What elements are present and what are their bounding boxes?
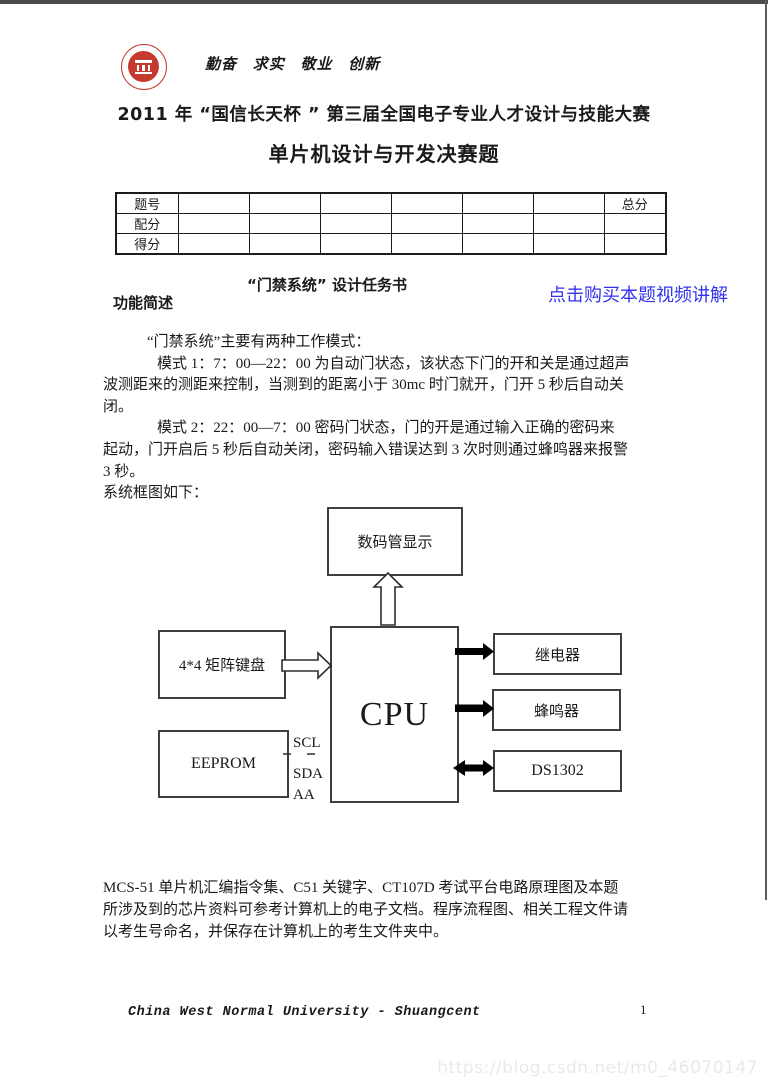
total-cell [603, 233, 667, 255]
score-cell [248, 213, 321, 234]
arrow-cpu-to-relay-icon [455, 643, 494, 660]
body-text-line: 起动，门开启后 5 秒后自动关闭，密码输入错误达到 3 次时则通过蜂鸣器来报警 [103, 441, 629, 458]
arrow-keyboard-to-cpu-icon [281, 651, 333, 680]
score-cell [177, 192, 250, 214]
score-cell [390, 233, 463, 255]
arrow-cpu-to-display-icon [372, 571, 404, 626]
body-text-line: 3 秒。 [103, 463, 145, 480]
viewer-top-edge [0, 0, 768, 4]
score-cell [390, 213, 463, 234]
body-text-line: 模式 1：7：00—22：00 为自动门状态，该状态下门的开和关是通过超声 [157, 355, 630, 372]
table-row: 配分 [115, 213, 667, 234]
score-cell [461, 213, 534, 234]
paper-title: 单片机设计与开发决赛题 [268, 142, 500, 166]
score-cell [532, 233, 605, 255]
diagram-box-digit-display: 数码管显示 [327, 507, 463, 576]
diagram-box-ds1302: DS1302 [493, 750, 622, 792]
score-cell [461, 192, 534, 214]
score-cell [390, 192, 463, 214]
score-table: 题号 总分 配分 得分 [115, 192, 667, 255]
score-cell [319, 192, 392, 214]
diagram-box-relay: 继电器 [493, 633, 622, 675]
closing-line: MCS-51 单片机汇编指令集、C51 关键字、CT107D 考试平台电路原理图… [103, 880, 619, 896]
diagram-box-buzzer: 蜂鸣器 [492, 689, 621, 731]
body-text-line: 闭。 [103, 398, 134, 415]
total-cell [603, 213, 667, 234]
page-number: 1 [640, 1002, 647, 1017]
university-seal-logo [121, 44, 167, 90]
school-motto: 勤奋 求实 敬业 创新 [205, 57, 381, 73]
score-cell [461, 233, 534, 255]
page-right-edge [765, 0, 767, 900]
diagram-box-eeprom: EEPROM [158, 730, 289, 798]
score-cell [248, 233, 321, 255]
body-text-line: 波测距来的测距来控制，当测到的距离小于 30mc 时门就开，门开 5 秒后自动关 [103, 377, 624, 394]
footer-school-name: China West Normal University - Shuangcen… [128, 1005, 481, 1020]
row-header: 得分 [115, 233, 179, 255]
total-cell: 总分 [603, 192, 667, 214]
score-cell [319, 213, 392, 234]
section-title-function-summary: 功能简述 [113, 294, 174, 312]
diagram-box-cpu: CPU [330, 626, 459, 803]
row-header: 题号 [115, 192, 179, 214]
closing-notes: MCS-51 单片机汇编指令集、C51 关键字、CT107D 考试平台电路原理图… [103, 878, 628, 943]
score-cell [532, 213, 605, 234]
body-text-line: 模式 2：22：00—7：00 密码门状态，门的开是通过输入正确的密码来 [157, 420, 615, 437]
table-row: 题号 总分 [115, 192, 667, 214]
diagram-box-matrix-keyboard: 4*4 矩阵键盘 [158, 630, 286, 699]
score-cell [532, 192, 605, 214]
csdn-watermark: https://blog.csdn.net/m0_46070147 [437, 1058, 758, 1078]
score-cell [177, 233, 250, 255]
function-description: “门禁系统”主要有两种工作模式： 模式 1：7：00—22：00 为自动门状态，… [103, 332, 630, 505]
contest-title: 2011 年 “国信长天杯 ” 第三届全国电子专业人才设计与技能大赛 [117, 105, 651, 125]
body-text-line: 系统框图如下： [103, 485, 209, 502]
pin-label-scl: SCL [293, 735, 321, 751]
pin-label-aa: AA [293, 787, 315, 803]
arrow-cpu-ds1302-bidirectional-icon [453, 760, 494, 776]
table-row: 得分 [115, 233, 667, 255]
score-cell [177, 213, 250, 234]
arrow-cpu-to-buzzer-icon [455, 700, 494, 717]
score-cell [319, 233, 392, 255]
seal-building-icon [128, 51, 159, 82]
closing-line: 所涉及到的芯片资料可参考计算机上的电子文档。程序流程图、相关工程文件请 [103, 901, 629, 918]
score-cell [248, 192, 321, 214]
row-header: 配分 [115, 213, 179, 234]
closing-line: 以考生号命名，并保存在计算机上的考生文件夹中。 [103, 923, 449, 940]
pin-label-sda: SDA [293, 766, 324, 782]
task-book-heading: “门禁系统” 设计任务书 [247, 276, 407, 294]
body-text-line: “门禁系统”主要有两种工作模式： [147, 334, 371, 350]
purchase-video-link[interactable]: 点击购买本题视频讲解 [548, 285, 728, 305]
